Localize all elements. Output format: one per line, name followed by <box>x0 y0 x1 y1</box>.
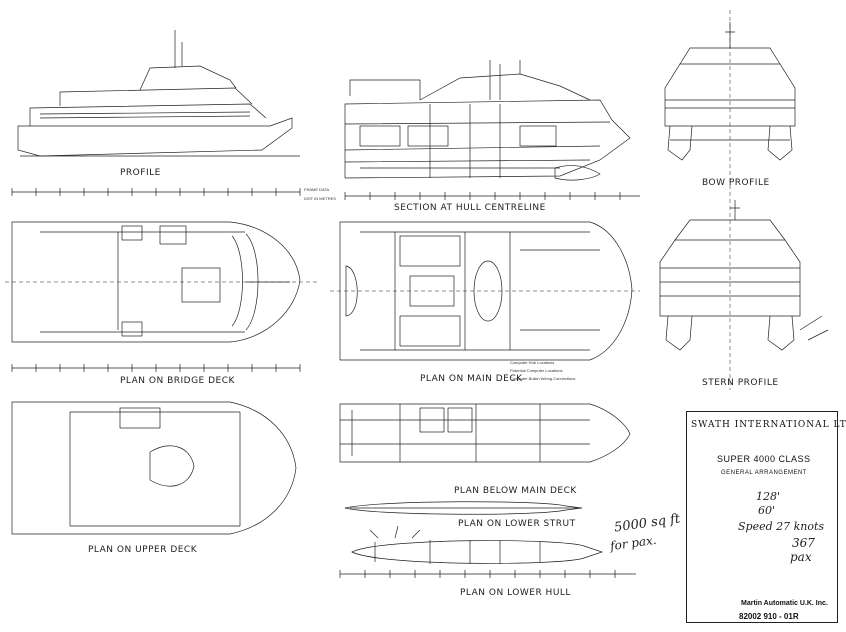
title-subtitle: GENERAL ARRANGEMENT <box>721 470 807 476</box>
scale-label-frame: FRAME DATA <box>304 187 330 192</box>
centrelines <box>5 10 731 390</box>
title-class: SUPER 4000 CLASS <box>717 454 811 464</box>
title-block: SWATH INTERNATIONAL LTD SUPER 4000 CLASS… <box>686 411 846 623</box>
scale-bar-lower <box>339 570 636 578</box>
scale-label-dist: DIST IN METRES <box>304 196 336 201</box>
plan-bridge-deck <box>11 221 301 343</box>
label-stern-profile: STERN PROFILE <box>702 378 779 388</box>
title-builder: Martin Automatic U.K. Inc. <box>741 600 828 607</box>
title-company: SWATH INTERNATIONAL LTD <box>691 420 846 430</box>
note-speed: Speed 27 knots <box>738 520 825 533</box>
stern-profile-view <box>659 200 829 351</box>
label-section-hull-centreline: SECTION AT HULL CENTRELINE <box>394 203 546 213</box>
plan-lower-strut <box>344 501 583 515</box>
plan-below-main-deck <box>339 403 631 463</box>
label-plan-bridge-deck: PLAN ON BRIDGE DECK <box>120 376 235 386</box>
label-profile: PROFILE <box>120 168 161 178</box>
note-pax-label: pax <box>790 550 812 564</box>
note-dims: 128' <box>756 490 781 503</box>
note-pax-count: 367 <box>792 536 815 550</box>
plan-upper-deck <box>11 401 297 535</box>
scale-bar-bridge <box>11 364 301 372</box>
note-dims-2: 60' <box>758 504 776 517</box>
plan-lower-hull <box>351 525 604 564</box>
scale-bar-top-middle <box>344 192 640 200</box>
profile-view <box>17 30 300 157</box>
label-plan-upper-deck: PLAN ON UPPER DECK <box>88 545 198 555</box>
label-bow-profile: BOW PROFILE <box>702 178 770 188</box>
scale-bar-top-left <box>11 188 301 196</box>
legend-item-3: Computer Bulkin Wiring Connections <box>510 376 576 381</box>
legend-item-1: Computer Hub Locations <box>510 360 555 365</box>
label-plan-below-main-deck: PLAN BELOW MAIN DECK <box>454 486 577 496</box>
section-hull-centreline <box>344 60 631 181</box>
label-plan-lower-hull: PLAN ON LOWER HULL <box>460 588 571 598</box>
legend-item-2: Potential Computer Locations <box>510 368 563 373</box>
label-plan-main-deck: PLAN ON MAIN DECK <box>420 374 523 384</box>
title-drawing-no: 82002 910 - 01R <box>739 612 799 621</box>
label-plan-lower-strut: PLAN ON LOWER STRUT <box>458 519 576 529</box>
